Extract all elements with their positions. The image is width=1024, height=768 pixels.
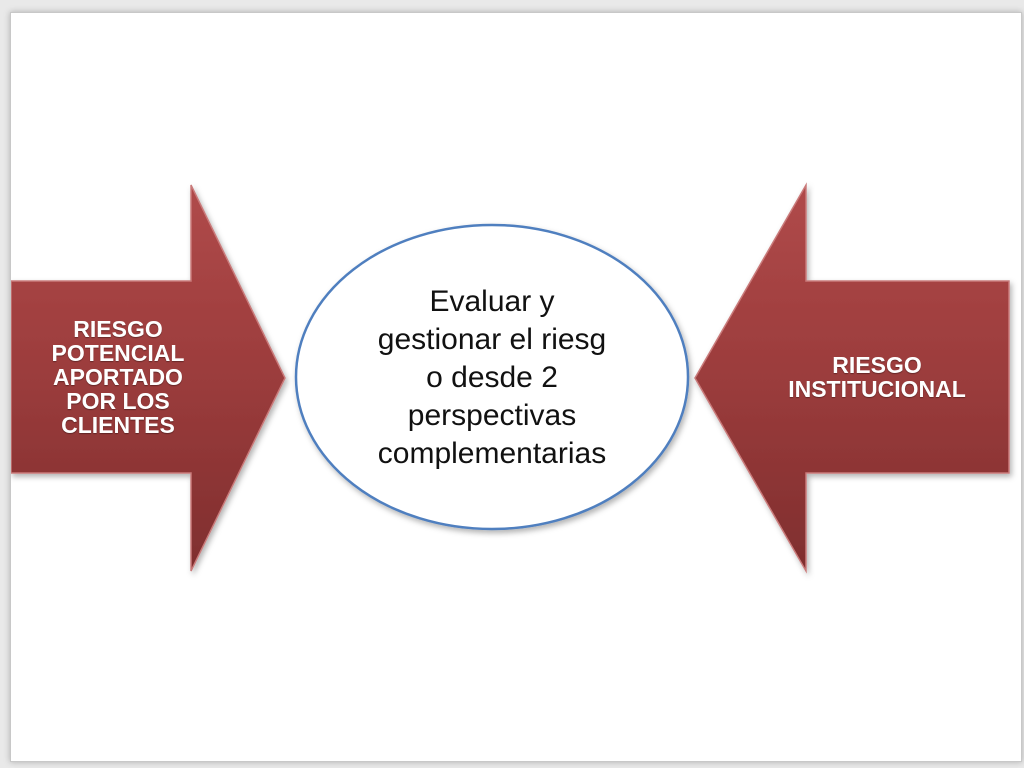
left-arrow-shape	[11, 184, 286, 572]
diagram-canvas	[11, 182, 1010, 574]
right-arrow-label: RIESGO INSTITUCIONAL	[759, 281, 995, 473]
left-arrow-label: RIESGO POTENCIAL APORTADO POR LOS CLIENT…	[13, 281, 223, 473]
right-arrow-text: RIESGO INSTITUCIONAL	[788, 352, 966, 402]
slide: RIESGO POTENCIAL APORTADO POR LOS CLIENT…	[10, 12, 1022, 762]
center-ellipse-label: Evaluar y gestionar el riesg o desde 2 p…	[327, 273, 657, 483]
right-arrow-shape	[694, 182, 1010, 574]
left-arrow-text: RIESGO POTENCIAL APORTADO POR LOS CLIENT…	[51, 316, 185, 438]
center-ellipse-text: Evaluar y gestionar el riesg o desde 2 p…	[377, 285, 607, 470]
center-ellipse	[294, 223, 690, 531]
